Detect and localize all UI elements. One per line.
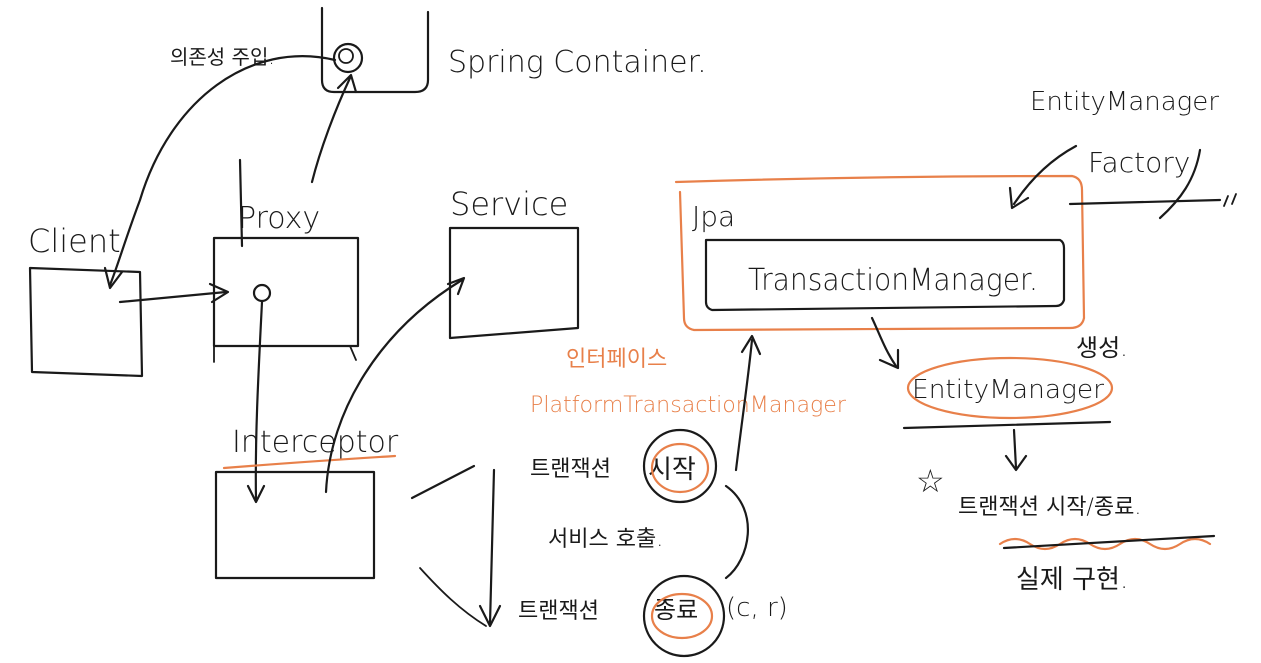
client-label: Client [28,222,121,260]
proxy-label: Proxy [238,201,320,236]
spring-container-shape [320,6,430,94]
tx-bracket [724,484,749,580]
tx-end-circle [642,574,726,658]
jpa-label: Jpa [692,200,735,233]
interceptor-to-service-arrow [324,278,464,494]
client-to-proxy-arrowhead [208,282,230,304]
flow-arrow-short [410,464,476,500]
spring-bean-inner-icon [338,48,354,64]
emf-bracket [1158,148,1202,220]
flow-arrow-curve [419,567,487,627]
proxy-dot-icon [252,283,272,303]
entity-manager-underline [902,420,1112,430]
actual-impl-label: 실제 구현. [1016,565,1128,595]
entity-manager-factory-label-1: EntityManager [1030,87,1219,117]
spring-container-label: Spring Container. [448,45,707,80]
client-to-proxy-arrow [118,290,228,304]
tx-start-highlight [650,442,710,494]
emf-to-jpa-arrowhead [1008,186,1030,210]
commit-rollback-label: (c, r) [726,593,788,623]
tx-end: 트랜잭션 종료 (c, r) [518,574,788,658]
emf-underline [1068,198,1222,206]
emf-to-jpa-arrow [1012,144,1078,206]
jpa-highlight-box [674,174,1086,332]
entity-manager-label: EntityManager [912,375,1104,405]
client: Client [28,222,144,378]
proxy-to-interceptor-arrowhead [246,484,266,504]
entity-manager-factory-label-2: Factory [1088,146,1190,179]
flow-arrow-down-head [478,604,502,628]
em-down-arrow [1012,428,1018,470]
actual-implementation-note: ☆ 트랜잭션 시작/종료. 실제 구현. [916,462,1216,595]
service-box [448,226,580,340]
tx-end-label: 트랜잭션 [518,599,599,624]
tx-start-end-underline [1002,534,1216,550]
interceptor-label: Interceptor [232,425,399,460]
tx-start-circle [642,428,718,504]
tx-end-highlight [650,592,714,640]
injection-arrow [108,55,337,287]
interceptor: Interceptor [214,425,399,580]
transaction-manager-label: TransactionManager. [748,263,1038,298]
service-call-label: 서비스 호출. [548,527,663,552]
tx-to-jpa-arrowhead [740,334,762,356]
entity-manager-factory: EntityManager Factory [1008,87,1237,220]
transaction-manager-box [704,238,1066,312]
proxy-tick [238,158,244,248]
proxy-box [212,236,360,348]
client-box [28,266,144,378]
emf-tick-marks [1223,193,1237,207]
star-icon: ☆ [916,462,945,500]
spring-container: Spring Container. [320,6,707,94]
tm-to-em-arrow [870,316,898,368]
proxy-to-container-arrowhead [336,73,358,94]
interceptor-underline [222,454,397,470]
service-label: Service [450,185,568,223]
interceptor-box [214,470,376,580]
proxy-to-interceptor-arrow [254,300,264,502]
entity-manager-highlight [906,356,1114,420]
tx-start: 트랜잭션 시작 [530,428,718,504]
proxy: Proxy [212,158,360,363]
platform-transaction-manager-label: PlatformTransactionManager [530,393,847,418]
tm-to-em-arrowhead [878,348,900,370]
interface-label: 인터페이스 [566,347,667,372]
proxy-box-extras [213,237,357,363]
em-down-arrowhead [1004,454,1028,472]
tx-start-label: 트랜잭션 [530,457,611,482]
jpa-transaction-manager: Jpa TransactionManager. [674,174,1086,332]
flow-arrow-down [488,468,496,626]
service: Service [448,185,580,340]
create-label: 생성. [1076,334,1128,362]
dependency-injection-label: 의존성 주입. [170,45,275,69]
tx-start-end-label: 트랜잭션 시작/종료. [958,495,1141,520]
spring-bean-icon [332,42,364,74]
entity-manager: 생성. EntityManager [902,334,1128,472]
tx-to-jpa-arrow [734,338,754,472]
proxy-to-container-arrow [310,76,352,184]
interceptor-to-service-arrowhead [446,276,466,296]
injection-arrowhead [103,266,124,290]
